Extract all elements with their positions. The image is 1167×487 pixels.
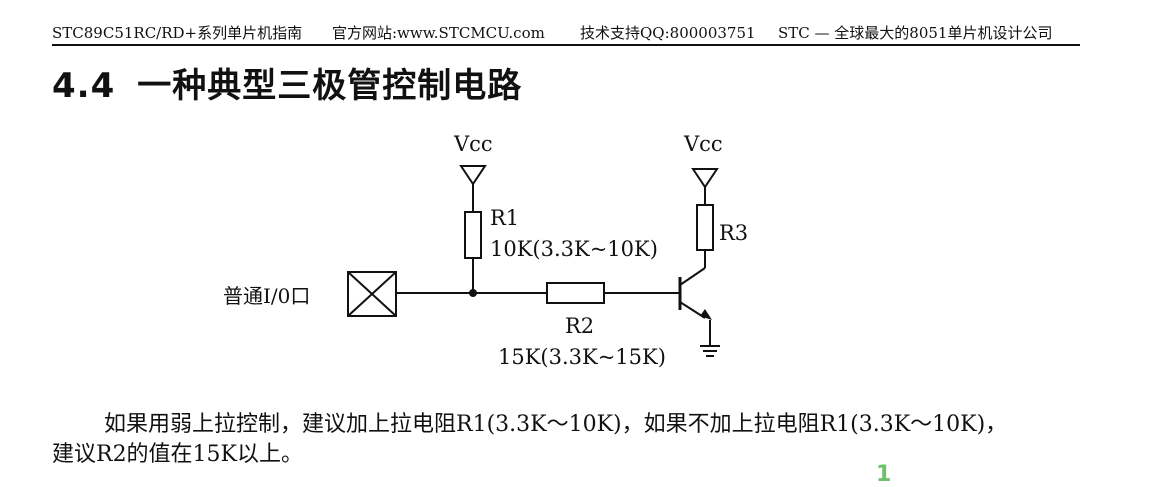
r2-resistor [546, 282, 605, 304]
r1-resistor [464, 211, 482, 259]
header-support: 技术支持QQ:800003751 [580, 24, 756, 42]
r2-value: 15K(3.3K~15K) [498, 345, 666, 369]
header-company: STC — 全球最大的8051单片机设计公司 [778, 24, 1053, 42]
vcc-right-arrow [691, 168, 719, 189]
r3-label: R3 [719, 221, 748, 245]
corner-mark: 1 [876, 462, 892, 487]
r1-value: 10K(3.3K~10K) [490, 237, 658, 261]
r1-label: R1 [490, 206, 519, 230]
section-title: 一种典型三极管控制电路 [137, 66, 523, 106]
page-header: STC89C51RC/RD+系列单片机指南 官方网站:www.STCMCU.co… [52, 22, 1080, 44]
header-book-title: STC89C51RC/RD+系列单片机指南 [52, 24, 303, 42]
section-heading: 4.4 一种典型三极管控制电路 [52, 58, 522, 107]
vcc-left-label: Vcc [453, 132, 493, 156]
r2-label: R2 [565, 314, 594, 338]
vcc-left-arrow [459, 165, 487, 186]
emitter-arrowhead [700, 309, 712, 320]
io-port-cross-b [347, 271, 397, 317]
io-port-label: 普通I/0口 [223, 284, 310, 308]
body-paragraph-line-2: 建议R2的值在15K以上。 [52, 442, 303, 467]
junction-dot [469, 289, 477, 297]
header-website: 官方网站:www.STCMCU.com [332, 24, 545, 42]
body-paragraph-line-1: 如果用弱上拉控制，建议加上拉电阻R1(3.3K～10K)，如果不加上拉电阻R1(… [104, 412, 1008, 437]
section-number: 4.4 [52, 66, 116, 106]
vcc-right-label: Vcc [683, 132, 723, 156]
header-divider [52, 44, 1080, 46]
r3-resistor [696, 204, 714, 251]
transistor-collector [679, 267, 706, 286]
